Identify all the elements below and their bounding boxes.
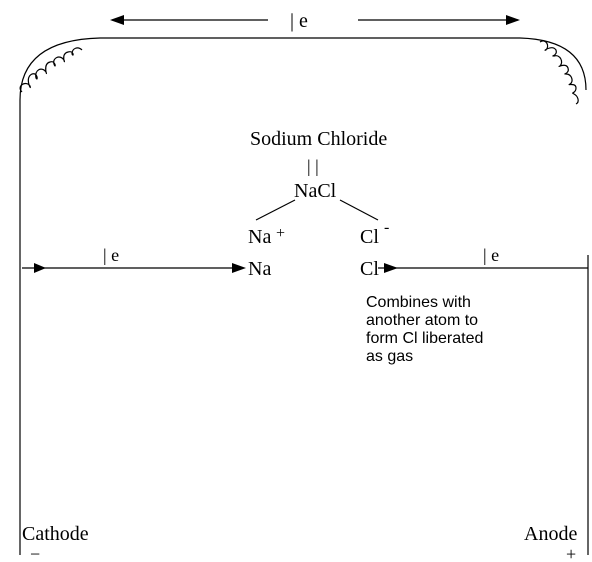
formula-nacl: NaCl <box>294 180 337 202</box>
left-arrow-entry-head <box>34 263 46 273</box>
branch-to-cation <box>255 199 296 221</box>
anion-charge: - <box>384 219 389 236</box>
left-electron-label: | e <box>103 245 119 265</box>
anion-cl: Cl <box>360 226 379 248</box>
right-circuit-wire <box>519 37 587 91</box>
right-electron-label: | e <box>483 245 499 265</box>
chlorine-product: Cl <box>360 258 379 280</box>
compound-name: Sodium Chloride <box>250 128 387 150</box>
left-electrode-wire <box>19 37 101 555</box>
note-line-1: Combines with <box>366 294 471 311</box>
right-arrow-head <box>384 263 398 273</box>
sodium-product: Na <box>248 258 271 280</box>
note-line-2: another atom to <box>366 312 478 329</box>
cathode-label: Cathode <box>22 523 89 545</box>
cation-charge: + <box>276 225 285 242</box>
cation-na: Na <box>248 226 271 248</box>
top-arrow-right-head <box>506 15 520 25</box>
top-electron-label: | e <box>290 10 308 32</box>
left-coil <box>19 47 83 93</box>
cathode-sign: − <box>30 544 40 562</box>
note-line-4: as gas <box>366 348 413 365</box>
branch-to-anion <box>339 199 379 221</box>
left-arrow-end-head <box>232 263 246 273</box>
anode-sign: + <box>566 544 576 562</box>
right-coil <box>539 40 579 105</box>
anode-label: Anode <box>524 523 577 545</box>
top-arrow-left-head <box>110 15 124 25</box>
note-line-3: form Cl liberated <box>366 330 483 347</box>
equals-mark: | | <box>307 156 319 176</box>
